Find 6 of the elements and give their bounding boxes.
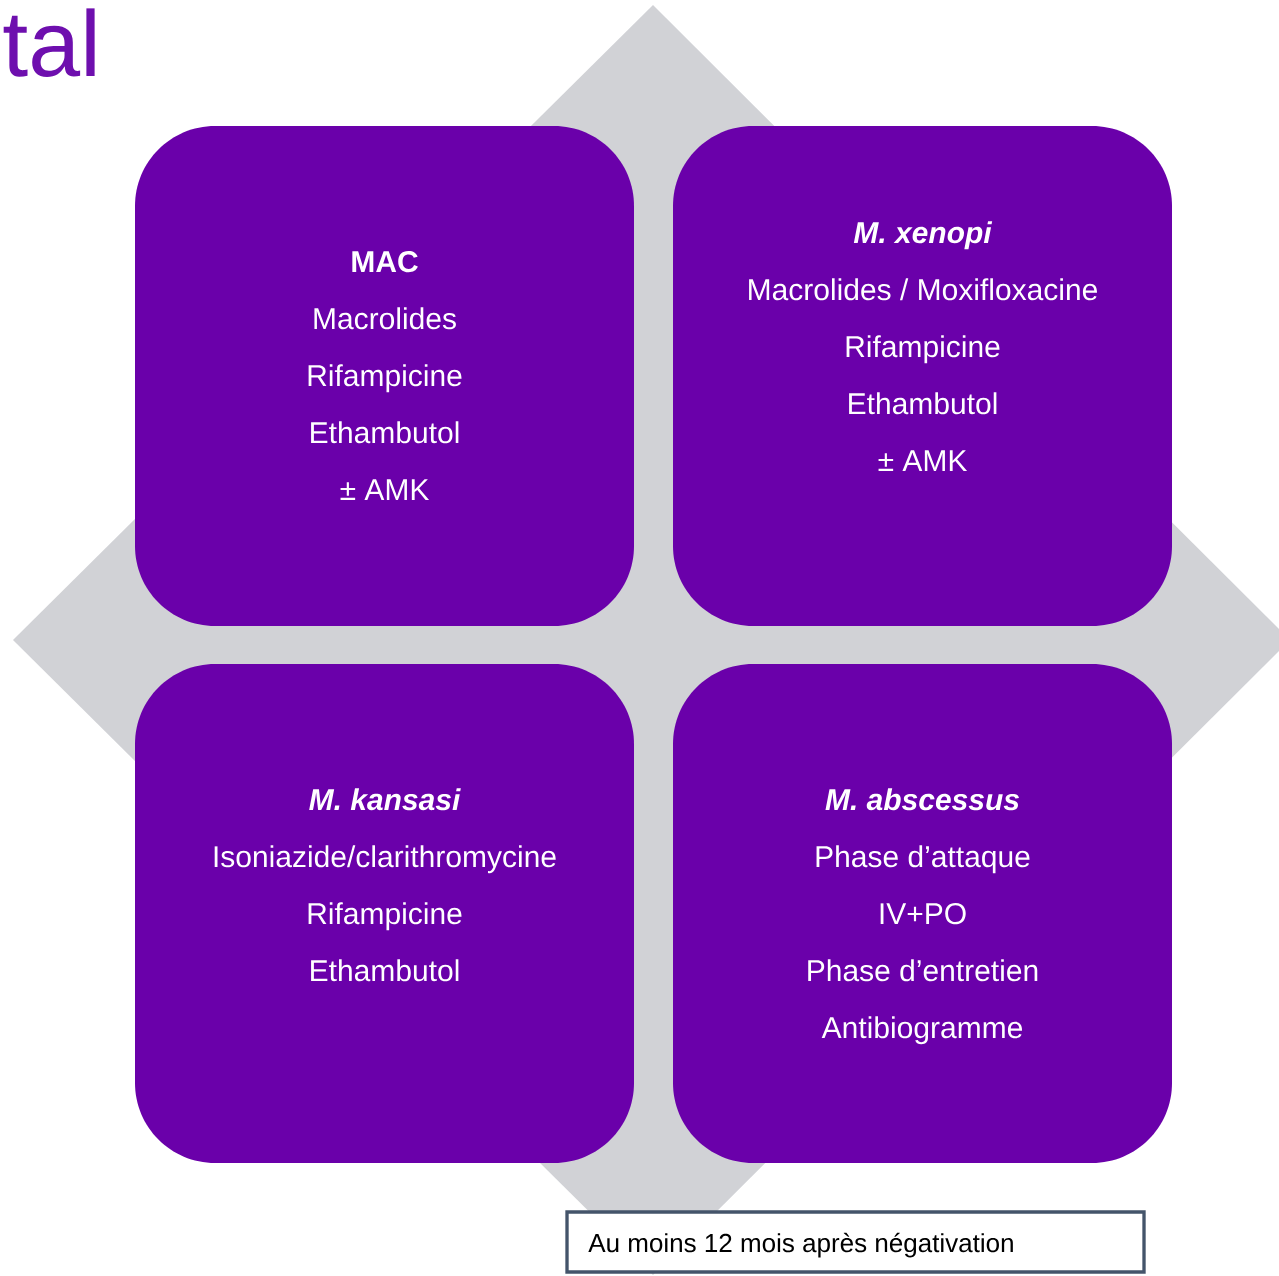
rounded-box: M. kansasi Isoniazide/clarithromycine Rifampicine Ethambutol: [135, 664, 634, 1163]
rounded-box: M. xenopi Macrolides / Moxifloxacine Rifampicine Ethambutol ± AMK: [673, 126, 1172, 626]
title: tal: [3, 8, 95, 77]
note-box: Au moins 12 mois après négativation: [565, 1210, 1146, 1274]
rounded-box: M. abscessus Phase d’attaque IV+PO Phase d’entretien Antibiogramme: [673, 664, 1172, 1163]
rounded-box: MAC Macrolides Rifampicine Ethambutol ± AMK: [135, 126, 634, 626]
